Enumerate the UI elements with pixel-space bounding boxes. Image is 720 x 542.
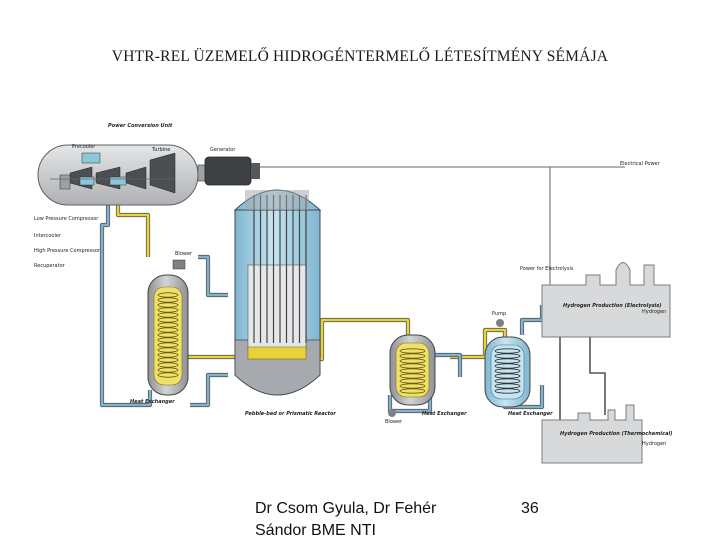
label-blower-mid: Blower [385,419,403,425]
label-recuperator: Recuperator [34,263,66,269]
coil-turn [399,353,426,359]
vhtr-hydrogen-plant-diagram: Power Conversion Unit Precooler Turbine … [34,123,672,464]
coil-turn [494,388,521,394]
tertiary-to-plant [520,305,544,335]
power-conversion-unit: Power Conversion Unit Precooler Turbine … [34,123,661,269]
coil-turn [494,368,521,374]
label-intercooler: Intercooler [34,233,62,239]
coil-turn [157,372,179,378]
hydrogen-plant-electrolysis: Hydrogen Production (Electrolysis) Power… [520,262,671,338]
cold-leg-return [190,373,228,407]
label-generator: Generator [210,147,236,153]
coil-turn [157,317,179,323]
coil-turn [494,363,521,369]
coil-turn [494,358,521,364]
coil-turn [494,378,521,384]
coil-turn [157,327,179,333]
coil-turn [494,373,521,379]
label-hx-left: Heat Exchanger [130,399,175,405]
label-reactor: Pebble-bed or Prismatic Reactor [245,411,336,417]
recuperator [59,174,71,190]
coil-turn [157,292,179,298]
label-hpc: High Pressure Compressor [34,248,101,254]
tertiary-hot-loop [450,328,507,359]
coil-turn [399,383,426,389]
label-pcu: Power Conversion Unit [108,123,173,129]
coil-turn [494,383,521,389]
generator [204,156,252,186]
cold-leg-pcu [100,187,152,407]
cold-leg-blower [198,255,228,297]
coil-turn [494,353,521,359]
reactor: Pebble-bed or Prismatic Reactor [233,189,336,417]
coil-turn [494,348,521,354]
label-hx-right: Heat Exchanger [508,411,553,417]
coil-turn [157,332,179,338]
label-electricity: Electrical Power [620,161,661,167]
coil-turn [157,362,179,368]
coil-turn [157,357,179,363]
label-turbine: Turbine [151,147,170,153]
tertiary-heat-exchanger: Pump Heat Exchanger [484,311,553,417]
coil-turn [157,312,179,318]
coil-turn [399,348,426,354]
label-precooler: Precooler [72,144,96,150]
coil-turn [157,307,179,313]
author-credit: Dr Csom Gyula, Dr Fehér Sándor BME NTI [255,498,436,542]
coil-turn [157,347,179,353]
slide-title: VHTR-REL ÜZEMELŐ HIDROGÉNTERMELŐ LÉTESÍT… [111,48,609,65]
core-hot-zone [247,346,307,360]
intermediate-cold-loop [388,395,432,413]
primary-heat-exchanger: Blower Heat Exchanger [130,251,193,405]
intermediate-cross [435,353,462,377]
coil-turn [157,297,179,303]
intermediate-heat-exchanger: Blower Heat Exchanger [385,334,467,425]
coil-turn [399,358,426,364]
label-lpc: Low Pressure Compressor [34,216,99,222]
coil-turn [399,363,426,369]
precooler [81,152,101,164]
coil-turn [157,352,179,358]
author-line-1: Dr Csom Gyula, Dr Fehér [255,500,437,517]
label-h2-out-2: Hydrogen [642,441,666,447]
label-h2-electrolysis: Hydrogen Production (Electrolysis) [563,303,662,309]
pump [496,319,504,327]
piping [99,166,640,444]
coil-turn [399,373,426,379]
label-pump: Pump [492,311,506,317]
label-blower-left: Blower [175,251,193,257]
turbine [149,152,176,194]
blower-left [172,259,186,270]
blower-mid [388,409,396,417]
label-power-electrolysis: Power for Electrolysis [520,266,574,272]
coil-turn [399,388,426,394]
coil-turn [157,337,179,343]
coil-turn [157,322,179,328]
coil-turn [157,367,179,373]
page-number: 36 [521,500,539,517]
coil-turn [157,302,179,308]
hydrogen-plant-thermochemical: Hydrogen Production (Thermochemical) Hyd… [541,404,672,464]
label-h2-out-1: Hydrogen [642,309,666,315]
intercooler [109,176,127,186]
coil-turn [399,378,426,384]
label-h2-thermo: Hydrogen Production (Thermochemical) [560,431,672,437]
label-hx-mid: Heat Exchanger [422,411,467,417]
author-line-2: Sándor BME NTI [255,522,376,539]
coil-turn [157,342,179,348]
coil-turn [399,368,426,374]
